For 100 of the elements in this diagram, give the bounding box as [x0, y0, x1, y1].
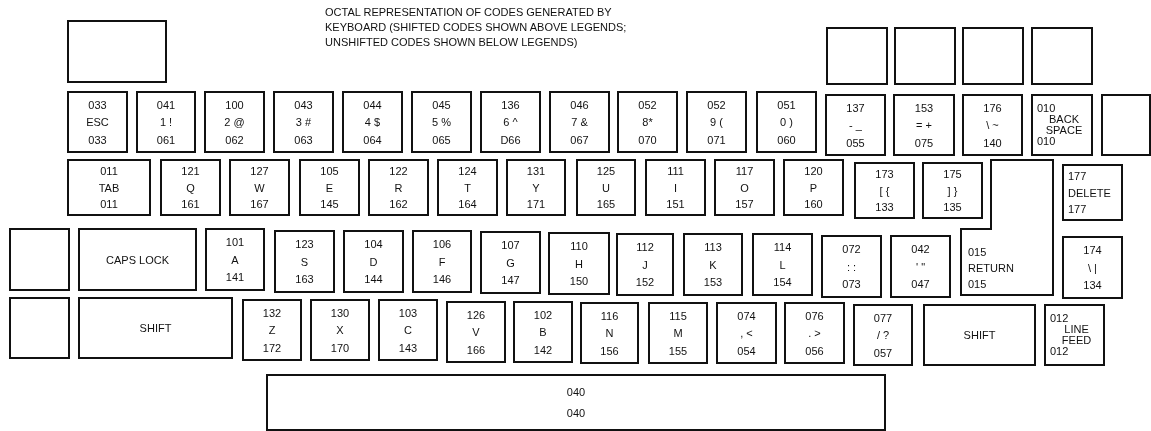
key-legend: R: [394, 181, 403, 194]
octal-code: 071: [707, 133, 726, 146]
octal-code: 165: [596, 197, 616, 210]
key: [299, 159, 360, 216]
octal-code: 074: [737, 309, 756, 322]
key-legend: TAB: [98, 181, 120, 194]
octal-code: 133: [875, 200, 894, 213]
octal-code: 127: [250, 165, 269, 178]
octal-code: 015: [968, 278, 988, 290]
octal-code: 115: [669, 309, 687, 322]
key: [1031, 94, 1093, 156]
octal-code: 157: [735, 197, 754, 210]
octal-code: 153: [914, 101, 934, 114]
octal-code: 060: [777, 133, 796, 146]
octal-code: 125: [596, 165, 616, 178]
octal-code: 144: [364, 273, 383, 286]
octal-code: 055: [846, 136, 865, 149]
octal-code: 040: [566, 385, 586, 398]
octal-code: 042: [911, 242, 930, 255]
key-legend: W: [254, 181, 265, 194]
octal-code: 163: [295, 273, 314, 286]
octal-code: 177: [1068, 170, 1087, 183]
octal-code: 064: [363, 133, 382, 146]
key: [1044, 304, 1105, 366]
blank-key: [67, 20, 167, 83]
key: [506, 159, 566, 216]
key: [273, 91, 334, 153]
key-legend: I: [673, 181, 678, 194]
octal-code: 122: [389, 165, 408, 178]
key-legend: ESC: [86, 116, 109, 128]
octal-code: 137: [846, 101, 865, 114]
title-text: OCTAL REPRESENTATION OF CODES GENERATED BY KEYBOARD (SHIFTED CODES SHOWN ABOVE LEGENDS; UNSHIFTED CODES SHOWN BELOW LEGENDS): [325, 5, 628, 50]
octal-code: 120: [804, 165, 823, 178]
octal-code: 041: [156, 98, 176, 111]
octal-code: 040: [566, 407, 586, 420]
key-legend: / ?: [876, 329, 890, 341]
key-legend: V: [472, 326, 480, 338]
key: [342, 91, 403, 153]
octal-code: 155: [668, 344, 688, 357]
octal-code: 056: [805, 344, 824, 357]
octal-code: 166: [466, 343, 486, 356]
octal-code: 011: [100, 197, 118, 210]
key-legend: 4 $: [364, 116, 381, 128]
key: [343, 230, 404, 293]
blank-key: [894, 27, 956, 85]
key: [549, 91, 610, 153]
key: [890, 235, 951, 298]
key-legend: 8*: [642, 116, 653, 128]
octal-code: 044: [363, 98, 382, 111]
key-legend: B: [539, 326, 547, 338]
octal-code: 102: [533, 308, 553, 321]
key: [136, 91, 196, 153]
octal-code: 105: [320, 165, 339, 178]
key-legend: 5 %: [432, 116, 451, 128]
octal-code: 161: [181, 197, 200, 210]
key: [580, 302, 639, 364]
octal-code: 062: [225, 133, 244, 146]
octal-code: 072: [842, 242, 861, 255]
key-legend: X: [336, 324, 344, 336]
octal-code: 065: [432, 133, 451, 146]
key-legend: 7 &: [571, 116, 588, 128]
key-legend: ] }: [947, 184, 958, 197]
key: [962, 94, 1023, 156]
key-legend: \ |: [1088, 261, 1097, 274]
octal-code: 076: [805, 309, 824, 322]
octal-code: 156: [600, 344, 619, 357]
octal-code: 033: [88, 98, 107, 111]
key-legend: G: [506, 256, 515, 269]
octal-code: 135: [943, 200, 962, 213]
octal-code: 107: [501, 238, 520, 251]
key-legend: SHIFT: [963, 329, 996, 341]
octal-code: 123: [295, 237, 314, 250]
octal-code: 130: [330, 306, 350, 319]
octal-code: 113: [704, 240, 722, 253]
octal-code: 012: [1050, 313, 1069, 324]
key: [378, 299, 438, 361]
octal-code: 043: [294, 98, 313, 111]
octal-code: 075: [914, 136, 934, 149]
key-legend: 9 (: [710, 116, 723, 128]
octal-code: 153: [703, 276, 723, 289]
octal-code: 045: [432, 98, 451, 111]
octal-code: 110: [570, 239, 588, 252]
key-legend: \ ~: [986, 119, 999, 131]
octal-code: 070: [638, 133, 657, 146]
key: [274, 230, 335, 293]
octal-code: 077: [873, 311, 893, 324]
octal-code: 057: [873, 346, 893, 359]
key: [411, 91, 472, 153]
key-legend: C: [404, 324, 412, 336]
key: [576, 159, 636, 216]
key: [752, 233, 813, 296]
key-legend: A: [231, 253, 239, 266]
key-legend: - _: [849, 119, 862, 131]
octal-code: 012: [1050, 346, 1069, 357]
octal-code: 117: [735, 165, 754, 178]
key: [716, 302, 777, 364]
octal-code: 151: [666, 197, 685, 210]
octal-code: 116: [600, 309, 619, 322]
octal-code: 177: [1068, 202, 1087, 215]
octal-code: 047: [911, 278, 930, 291]
